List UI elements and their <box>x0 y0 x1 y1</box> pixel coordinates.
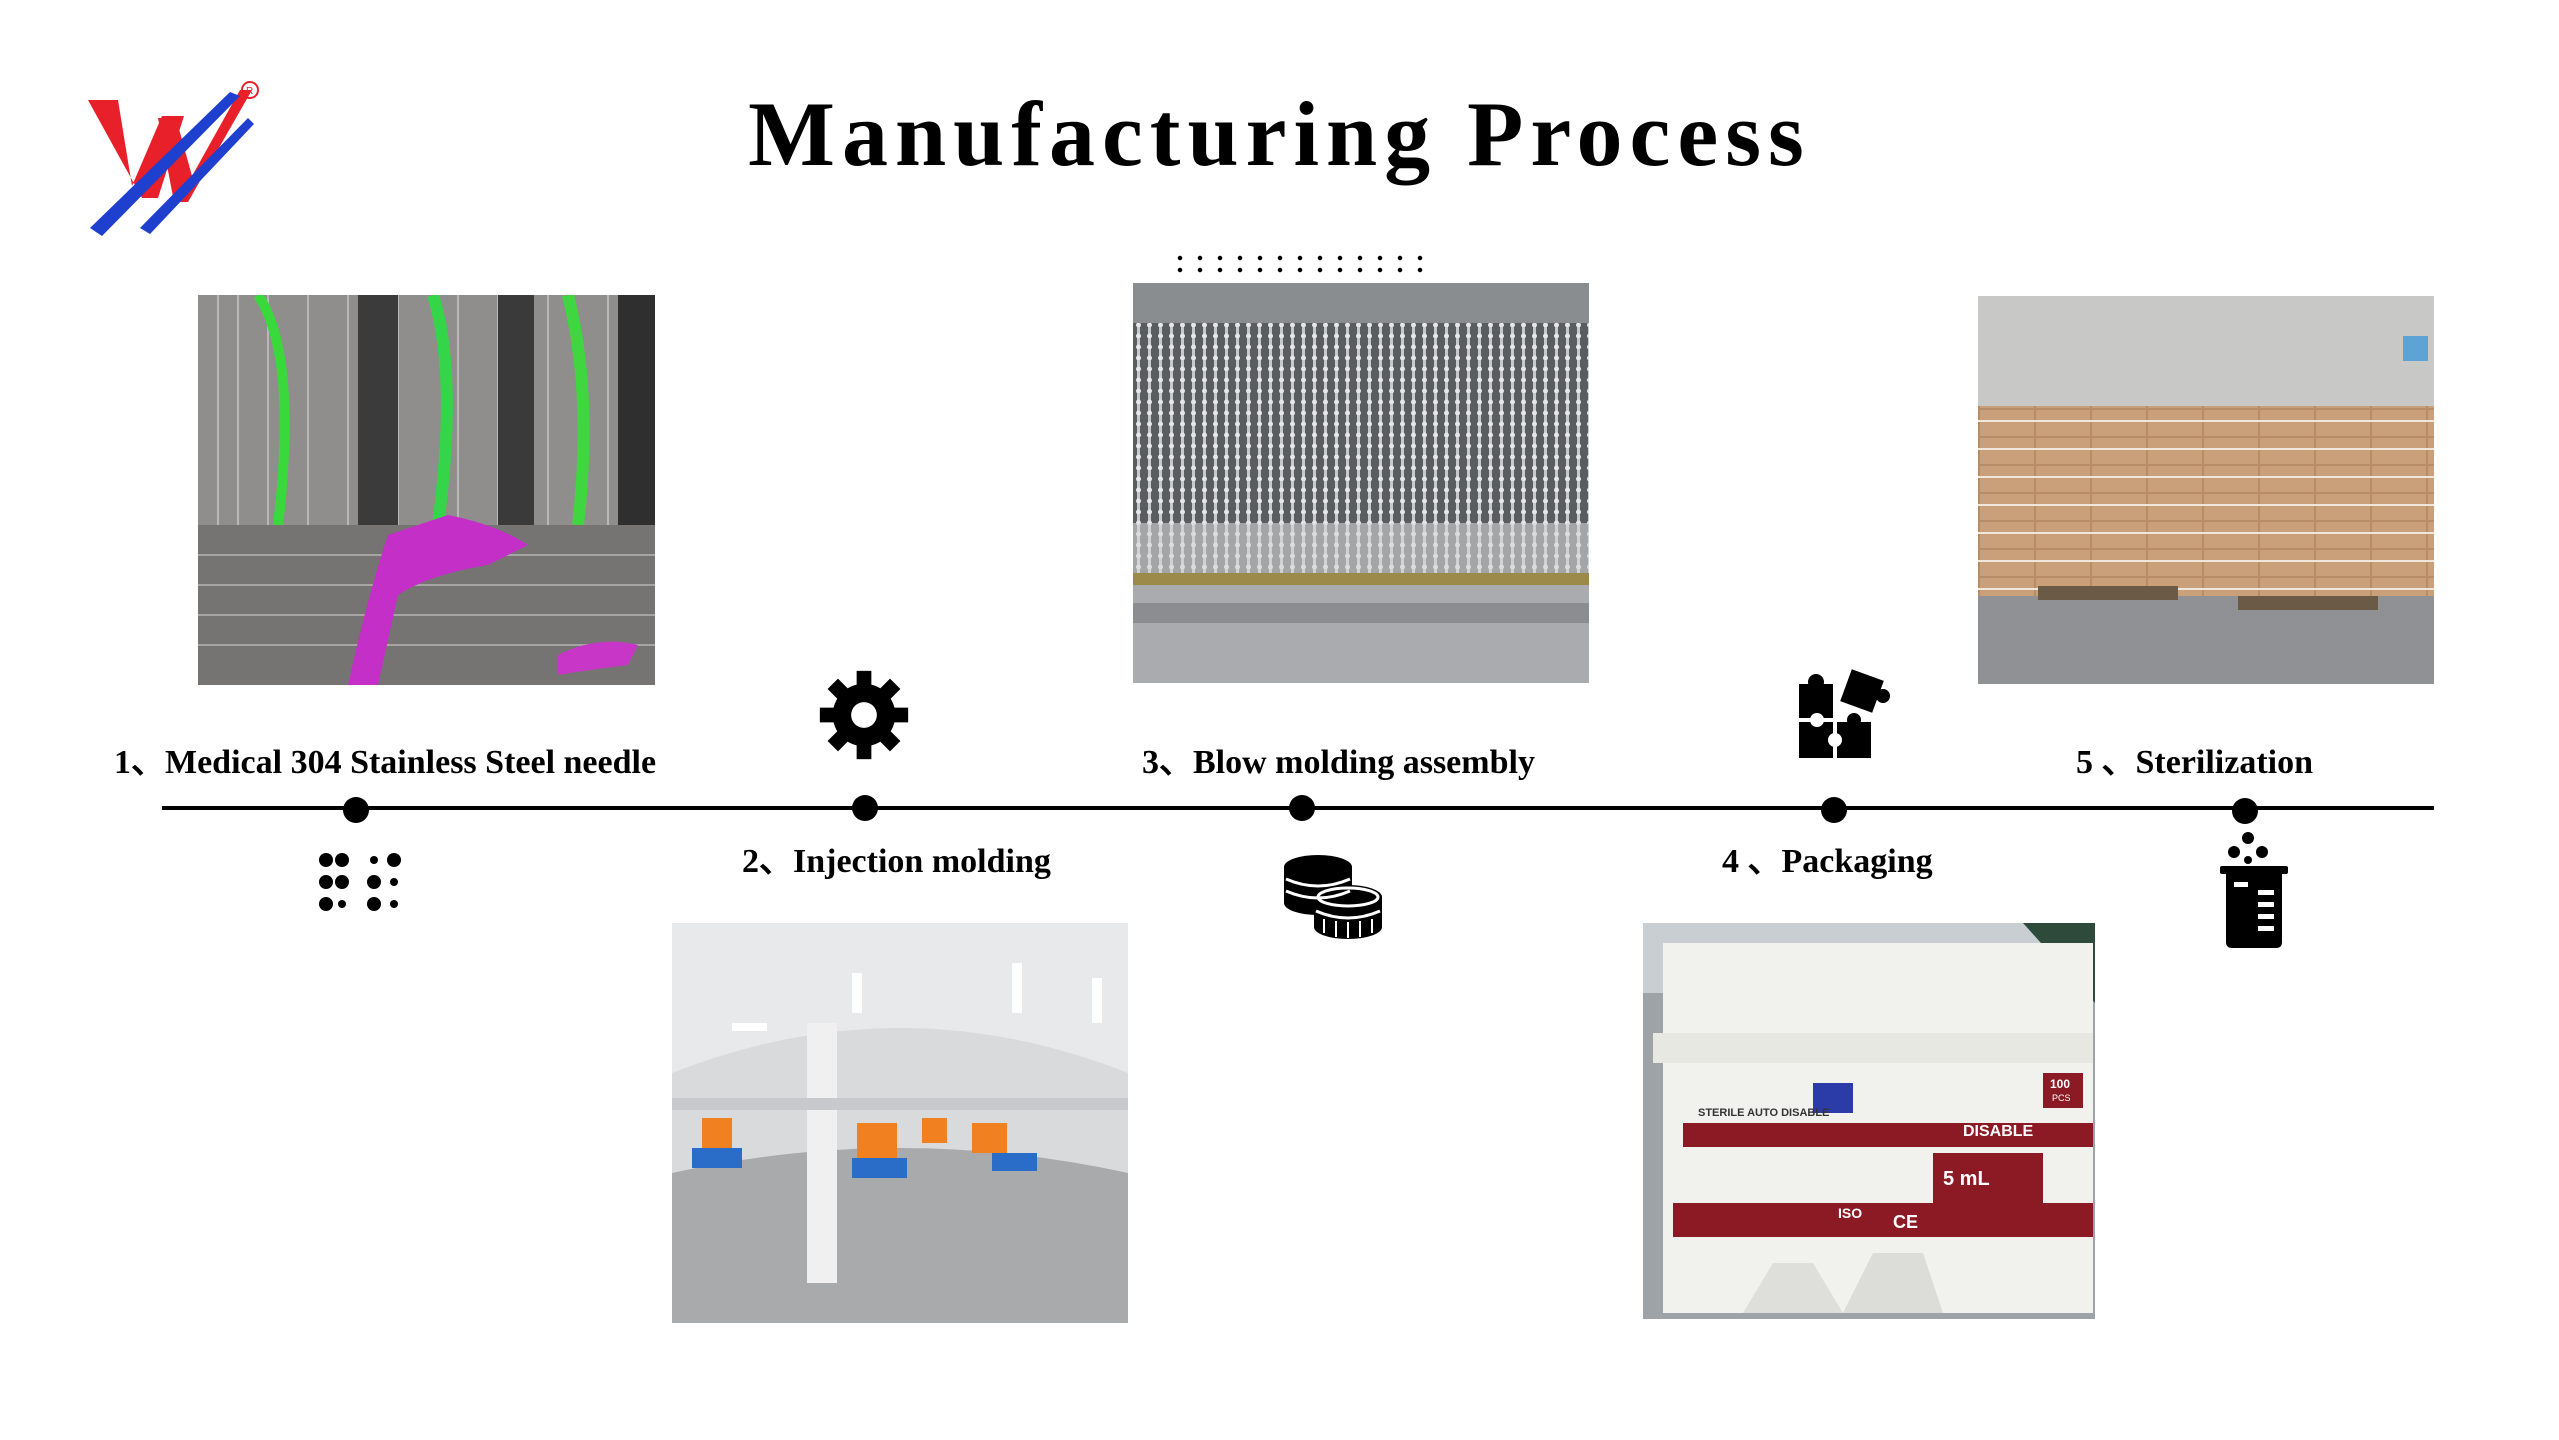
photo-packaging: STERILE AUTO DISABLE DISABLE 5 mL ISO CE… <box>1643 923 2095 1319</box>
braille-dots-icon <box>318 852 404 912</box>
company-logo: R <box>80 78 262 238</box>
timeline-dot-3 <box>1289 795 1315 821</box>
gear-icon <box>818 669 910 761</box>
timeline-dot-5 <box>2232 798 2258 824</box>
coins-icon <box>1280 853 1386 943</box>
photo-injection-workshop <box>672 923 1128 1323</box>
photo-blow-molding <box>1133 283 1589 683</box>
box-text-disable: DISABLE <box>1963 1123 2034 1140</box>
step-2-label: 2、Injection molding <box>742 843 1051 880</box>
dotted-decoration <box>1170 252 1430 276</box>
step-1-label: 1、Medical 304 Stainless Steel needle <box>114 744 657 781</box>
timeline-dot-1 <box>343 797 369 823</box>
step-3-label: 3、Blow molding assembly <box>1142 744 1535 781</box>
box-text-volume: 5 mL <box>1943 1168 1990 1190</box>
timeline-dot-4 <box>1821 797 1847 823</box>
box-text-sterile: STERILE AUTO DISABLE <box>1698 1107 1829 1119</box>
timeline-dot-2 <box>852 795 878 821</box>
box-text-iso: ISO <box>1838 1205 1862 1221</box>
box-text-pcs: PCS <box>2052 1093 2071 1103</box>
w-logo-icon: R <box>88 81 259 236</box>
box-text-100: 100 <box>2050 1077 2070 1091</box>
step-4-label: 4 、Packaging <box>1722 843 1933 880</box>
beaker-icon <box>2218 830 2290 950</box>
step-5-label: 5 、Sterilization <box>2076 744 2314 781</box>
box-text-ce: CE <box>1893 1212 1918 1232</box>
photo-steel-needle <box>198 295 655 685</box>
photo-sterilization-cartons <box>1978 296 2434 684</box>
svg-text:R: R <box>246 86 253 97</box>
puzzle-icon <box>1797 668 1893 762</box>
page-title: Manufacturing Process <box>748 83 1811 185</box>
